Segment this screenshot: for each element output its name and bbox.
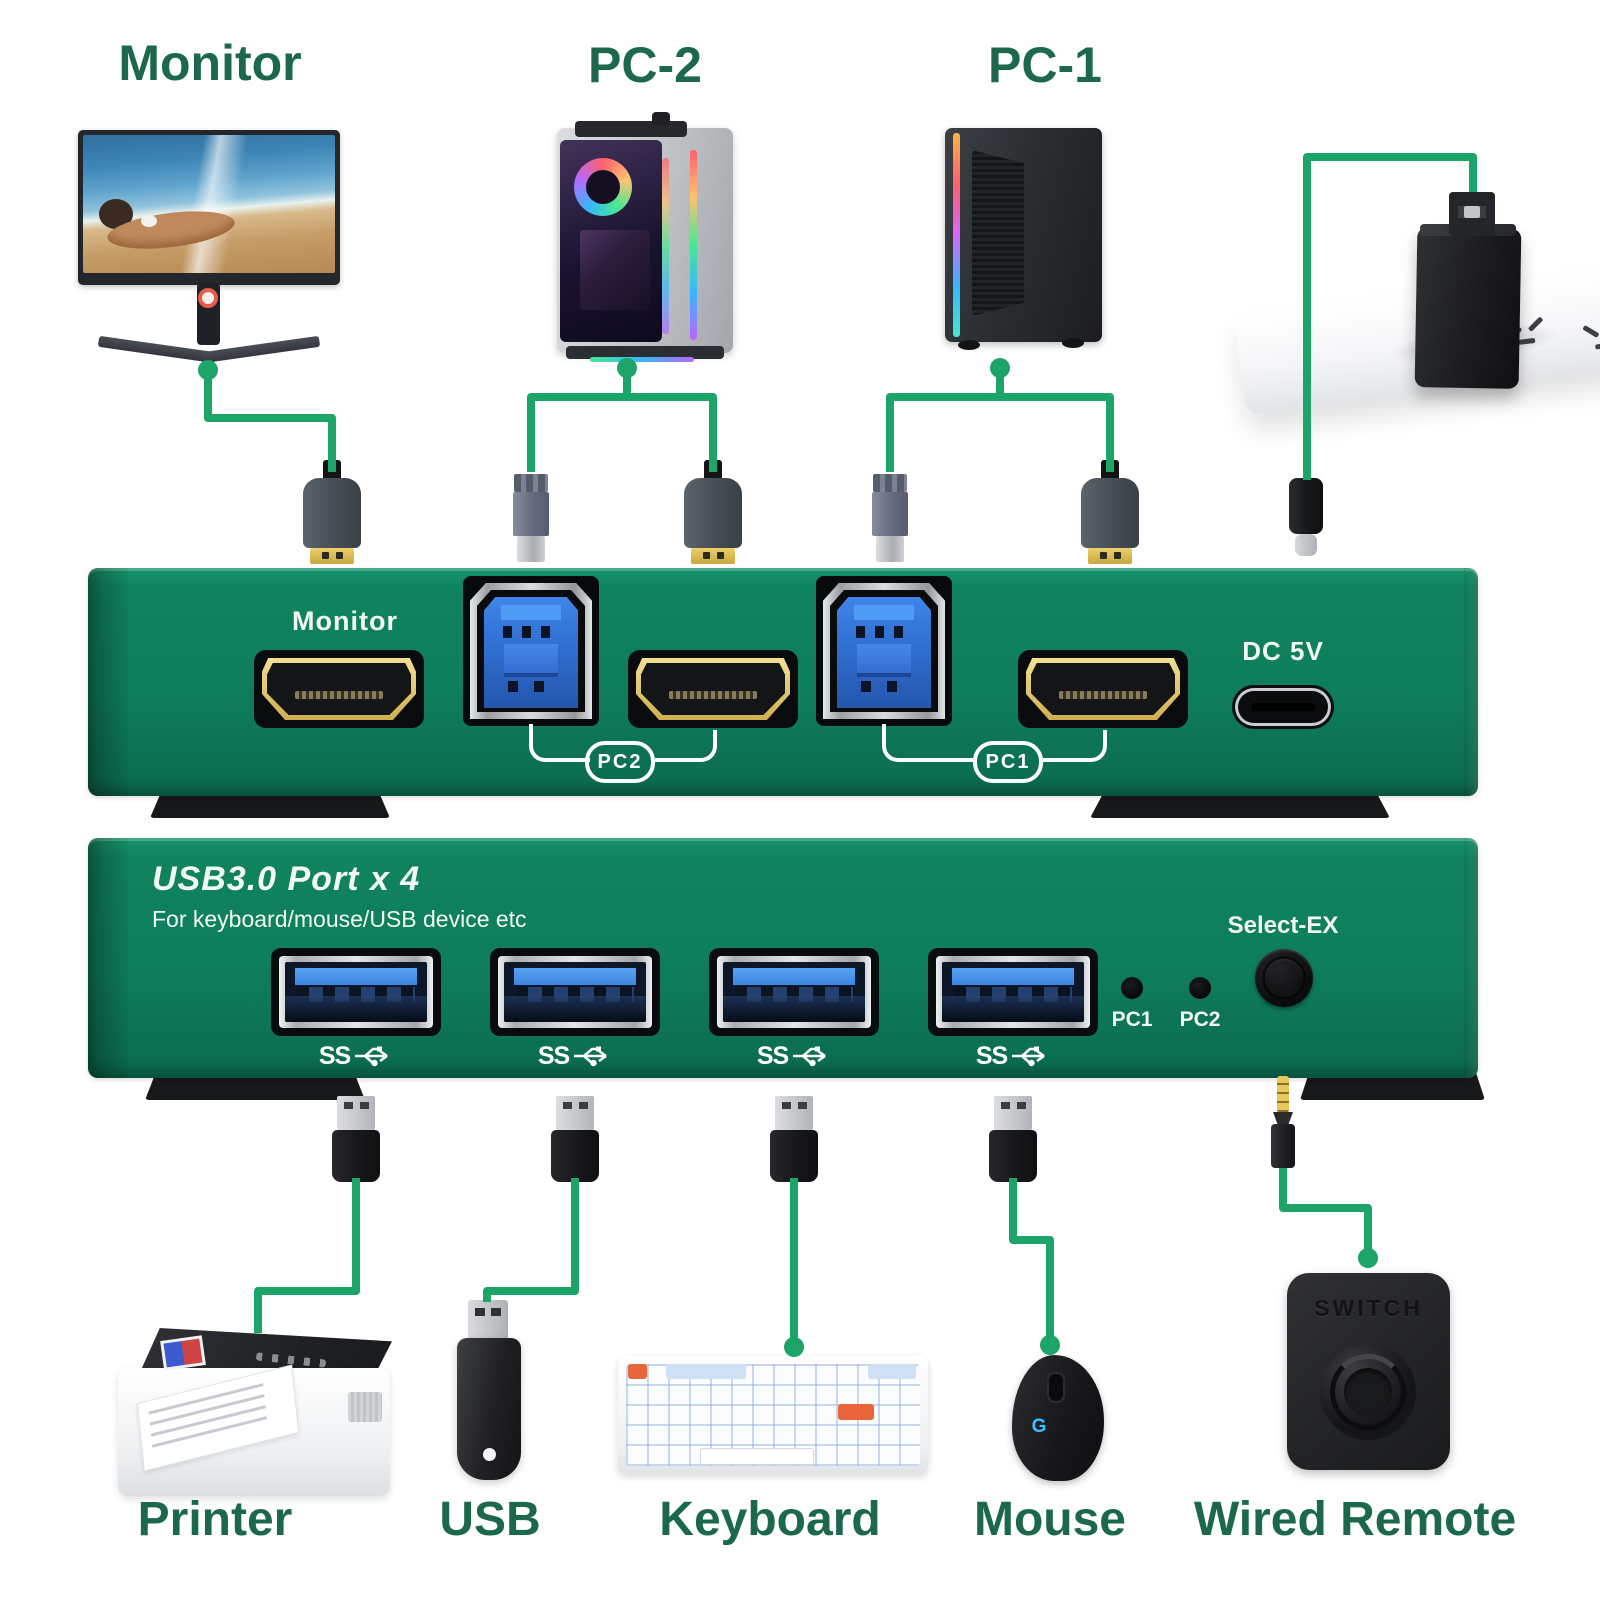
wired-remote-device xyxy=(1287,1273,1450,1470)
keyboard-esc-key xyxy=(628,1364,647,1379)
pc2-internals xyxy=(580,230,650,310)
pc2-rgb-fan xyxy=(574,158,632,216)
cable-mouse xyxy=(1009,1178,1054,1345)
monitor-screen xyxy=(83,135,335,273)
remote-engraving: SWITCH xyxy=(1314,1295,1423,1321)
usb-a-port-2 xyxy=(490,948,660,1036)
keyboard-device xyxy=(618,1356,928,1474)
usb-a-port-1 xyxy=(271,948,441,1036)
pc1-foot xyxy=(958,340,980,350)
keyboard-space-key xyxy=(700,1448,814,1465)
wired-remote-heading: Wired Remote xyxy=(1193,1493,1517,1546)
pc2-underglow xyxy=(590,357,694,362)
pc2-bracket-right xyxy=(655,730,717,762)
keyboard-nav-cluster xyxy=(868,1364,916,1379)
power-adapter xyxy=(1414,227,1522,389)
pc2-knob xyxy=(652,112,670,126)
cable-dot-mouse xyxy=(1040,1335,1060,1355)
remote-switch-button xyxy=(1320,1344,1416,1440)
kvm-front-panel: USB3.0 Port x 4 For keyboard/mouse/USB d… xyxy=(88,838,1478,1078)
kvm-rear-panel: Monitor DC 5V PC2 PC1 xyxy=(88,568,1478,796)
pc2-rgb-strip-mid xyxy=(662,158,669,334)
select-ex-label: Select-EX xyxy=(1227,912,1339,939)
usb3-title: USB3.0 Port x 4 xyxy=(152,860,421,898)
mouse-scroll-wheel xyxy=(1047,1372,1065,1403)
mouse-brand-logo: G xyxy=(1031,1416,1047,1437)
cable-dot-pc2 xyxy=(617,358,637,378)
usb-b-port-pc1 xyxy=(816,576,952,726)
pc1-rgb-strip xyxy=(953,133,960,337)
mouse-heading: Mouse xyxy=(973,1493,1126,1546)
cable-pc2 xyxy=(527,368,717,472)
monitor-stand-ring xyxy=(198,288,218,308)
monitor-heading: Monitor xyxy=(118,35,302,91)
usb-stick-lanyard-hole xyxy=(483,1448,496,1461)
pc1-heading: PC-1 xyxy=(988,37,1102,93)
monitor-port-label: Monitor xyxy=(292,606,398,636)
hdmi-port-pc1 xyxy=(1018,650,1188,728)
pc2-base xyxy=(566,346,724,359)
keyboard-enter-key xyxy=(838,1404,874,1420)
keyboard-heading: Keyboard xyxy=(659,1493,881,1546)
pc1-group-pill: PC1 xyxy=(973,741,1043,783)
pc2-led-label: PC2 xyxy=(1179,1008,1221,1031)
usb-heading: USB xyxy=(439,1493,541,1546)
hdmi-port-monitor xyxy=(254,650,424,728)
pc2-group-pill: PC2 xyxy=(585,741,655,783)
usb-a-port-4 xyxy=(928,948,1098,1036)
usb3-ss-icon: SS xyxy=(749,1042,839,1070)
cable-wired-remote xyxy=(1279,1164,1372,1258)
printer-vent xyxy=(348,1392,382,1422)
cable-dot-pc1 xyxy=(990,358,1010,378)
pc2-heading: PC-2 xyxy=(588,37,702,93)
monitor-device xyxy=(78,130,340,285)
cable-monitor xyxy=(204,370,336,472)
usb-c-port-dc xyxy=(1235,688,1331,726)
usb-a-port-3 xyxy=(709,948,879,1036)
pc2-bracket-left xyxy=(529,724,590,762)
pc2-led xyxy=(1189,977,1211,999)
pc1-front-mesh xyxy=(972,150,1024,316)
usb3-subtitle: For keyboard/mouse/USB device etc xyxy=(152,906,527,932)
cable-dot-monitor xyxy=(198,360,218,380)
pc1-foot xyxy=(1062,338,1084,348)
pc1-bracket-right xyxy=(1043,730,1107,762)
cable-printer xyxy=(254,1178,360,1333)
usb-b-port-pc2 xyxy=(463,576,599,726)
pc1-led xyxy=(1121,977,1143,999)
pc2-rgb-strip-right xyxy=(690,150,697,340)
cable-dot-keyboard xyxy=(784,1337,804,1357)
pc1-led-label: PC1 xyxy=(1111,1008,1153,1031)
dc-power-label: DC 5V xyxy=(1242,636,1324,666)
cable-pc1 xyxy=(886,368,1114,472)
power-adapter-usb-plug xyxy=(1449,192,1495,236)
usb3-ss-icon: SS xyxy=(311,1042,401,1070)
pc1-bracket-left xyxy=(882,724,977,762)
usb3-ss-icon: SS xyxy=(530,1042,620,1070)
keyboard-function-row xyxy=(666,1364,746,1379)
select-ex-button xyxy=(1255,949,1313,1007)
hdmi-port-pc2 xyxy=(628,650,798,728)
cable-usb-stick xyxy=(483,1178,579,1302)
printer-heading: Printer xyxy=(137,1493,293,1546)
usb3-ss-icon: SS xyxy=(968,1042,1058,1070)
cable-dot-remote xyxy=(1358,1248,1378,1268)
cable-power-adapter xyxy=(1303,153,1477,480)
usb-stick-connector xyxy=(468,1300,508,1342)
